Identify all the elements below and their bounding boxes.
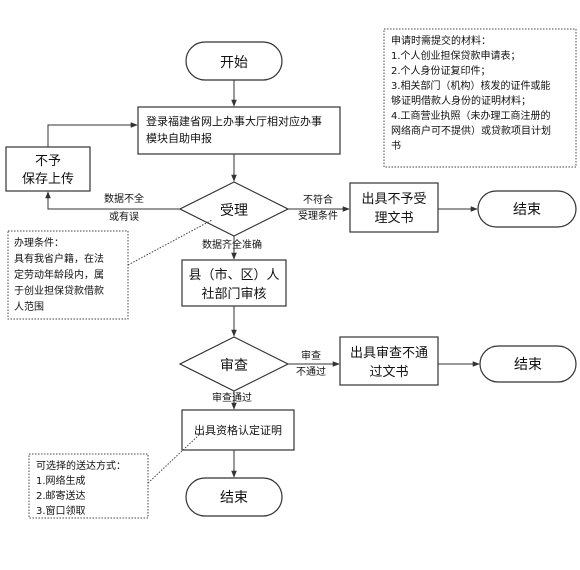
delivery-line-1: 1.网络生成: [36, 476, 86, 487]
fail-line-2: 不通过: [296, 365, 326, 378]
nonconform-line-2: 受理条件: [298, 209, 338, 222]
reject-document-line-2: 理文书: [374, 211, 413, 226]
materials-line-2: 2.个人身份证复印件；: [391, 66, 491, 77]
start-label: 开始: [220, 55, 248, 71]
end-node-1: [477, 190, 577, 228]
materials-line-7: 书: [391, 141, 401, 152]
delivery-title: 可选择的送达方式：: [36, 461, 126, 472]
materials-line-3: 3.相关部门（机构）核发的证件或能: [391, 81, 551, 92]
delivery-note-box: [28, 453, 149, 519]
reject-document-line-1: 出具不予受: [361, 192, 426, 207]
login-line-1: 登录福建省网上办事大厅相对应办事: [146, 114, 322, 128]
fail-document-line-1: 出具审查不通: [350, 346, 428, 361]
delivery-connector: [147, 433, 201, 484]
conditions-line-4: 人范围: [14, 302, 44, 313]
materials-note-box: [383, 28, 577, 168]
materials-line-6: 网络商户可不提供）或贷款项目计划: [391, 126, 551, 137]
pass-label: 审查通过: [212, 391, 252, 404]
materials-line-5: 4.工商营业执照（未办理工商注册的: [391, 111, 551, 122]
complete-label: 数据齐全准确: [202, 238, 262, 251]
fail-document-line-2: 过文书: [369, 365, 408, 380]
end-node-3: [185, 477, 283, 517]
conditions-connector: [127, 219, 213, 266]
delivery-line-3: 3.窗口领取: [36, 506, 86, 517]
login-line-2: 模块自助申报: [146, 131, 212, 145]
certificate-step: [181, 409, 295, 451]
certificate-label: 出具资格认定证明: [194, 423, 282, 437]
review-label: 审查: [220, 358, 248, 374]
conditions-line-3: 于创业担保贷款借款: [14, 286, 104, 297]
accept-label: 受理: [220, 203, 248, 219]
end-node-2: [479, 345, 577, 383]
end-label-3: 结束: [220, 490, 248, 506]
nonconform-line-1: 不符合: [303, 193, 333, 206]
arrow-accept-reject: [45, 191, 180, 210]
delivery-note: 可选择的送达方式： 1.网络生成 2.邮寄送达 3.窗口领取: [36, 459, 126, 519]
incomplete-line-1: 数据不全: [104, 192, 144, 205]
conditions-note: 办理条件： 具有我省户籍，在法 定劳动年龄段内，属 于创业担保贷款借款 人范围: [14, 236, 104, 316]
incomplete-line-2: 或有误: [109, 210, 139, 223]
reject-save-line-2: 保存上传: [22, 172, 74, 187]
conditions-line-2: 定劳动年龄段内，属: [14, 270, 104, 281]
arrow-reject-login: [47, 122, 138, 147]
materials-line-1: 1.个人创业担保贷款申请表；: [391, 51, 521, 62]
reject-document-step: [349, 182, 439, 233]
county-review-line-2: 社部门审核: [201, 286, 266, 302]
conditions-line-1: 具有我省户籍，在法: [14, 254, 104, 265]
end-label-1: 结束: [513, 202, 541, 218]
conditions-note-box: [7, 230, 129, 320]
materials-title: 申请时需提交的材料：: [391, 36, 491, 47]
reject-save-step: [5, 146, 91, 192]
fail-line-1: 审查: [301, 349, 321, 362]
fail-document-step: [339, 336, 439, 386]
materials-line-4: 够证明借款人身份的证明材料；: [391, 96, 531, 107]
end-label-2: 结束: [514, 357, 542, 373]
login-step: [137, 106, 341, 155]
delivery-line-2: 2.邮寄送达: [36, 491, 86, 502]
county-review-line-1: 县（市、区）人: [188, 267, 279, 283]
reject-save-line-1: 不予: [35, 154, 61, 169]
materials-note: 申请时需提交的材料： 1.个人创业担保贷款申请表； 2.个人身份证复印件； 3.…: [391, 34, 551, 154]
conditions-title: 办理条件：: [14, 238, 64, 249]
